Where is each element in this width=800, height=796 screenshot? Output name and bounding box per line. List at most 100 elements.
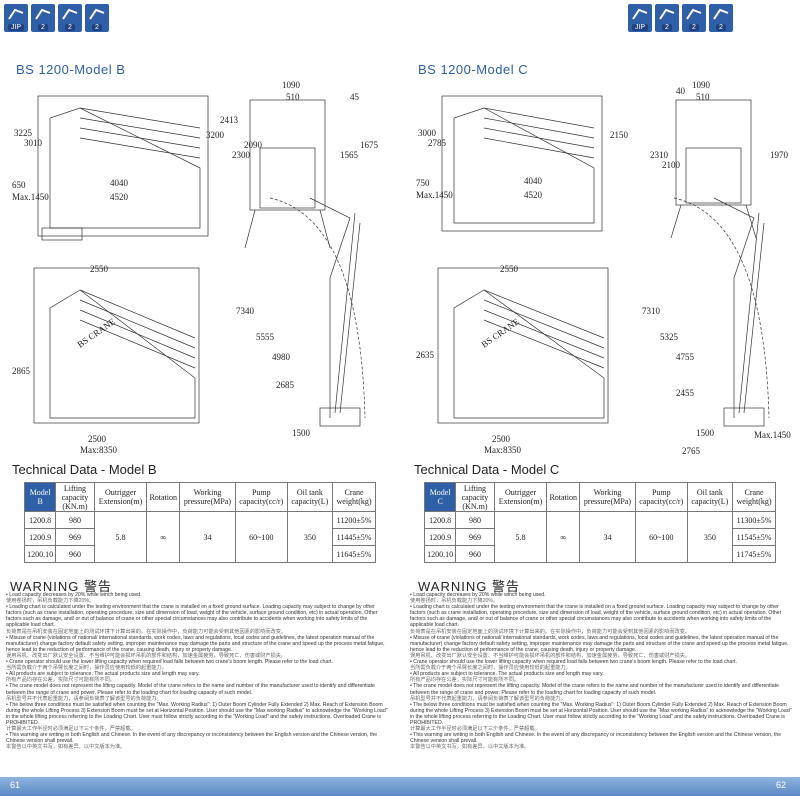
table-header: Rotation (146, 482, 180, 512)
dim-4755: 4755 (676, 352, 695, 362)
dim-7310: 7310 (642, 306, 661, 316)
table-header: Lifting capacity (KN.m) (455, 482, 495, 512)
warning-title-right: WARNING 警告 (418, 579, 520, 594)
dim-4520: 4520 (524, 190, 543, 200)
dim-2785: 2785 (428, 138, 447, 148)
dim-2090: 2090 (244, 140, 263, 150)
icon-label: JIP (631, 24, 649, 31)
table-cell: 11645±5% (332, 545, 376, 563)
dim-2500: 2500 (492, 434, 511, 444)
dim-1500: 1500 (292, 428, 311, 438)
brand-label: BS CRANE (479, 316, 521, 350)
dim-1090: 1090 (282, 80, 301, 90)
warning-paragraph-cn: 计算最大工作半径时必须满足以下三个条件，严禁超载。 (410, 726, 540, 733)
table-cell: 11545±5% (732, 528, 776, 546)
table-cell: 1200.9 (423, 528, 457, 546)
dim-2310: 2310 (650, 150, 669, 160)
warning-paragraph: • Crane operator should use the lower li… (410, 659, 737, 666)
dim-1970: 1970 (770, 150, 789, 160)
warning-paragraph: • Loading chart is calculated under the … (410, 604, 782, 629)
icon-label: 2 (92, 24, 102, 31)
dim-2500: 2500 (88, 434, 107, 444)
table-cell: 60~100 (234, 511, 288, 563)
dim-2550: 2550 (90, 264, 109, 274)
dim-max-8350: Max:8350 (80, 445, 117, 455)
warning-paragraph: • The below three conditions must be sat… (6, 701, 388, 726)
table-header: Crane weight(kg) (332, 482, 376, 512)
table-header: Oil tank capacity(L) (686, 482, 734, 512)
dim-max-1450: Max.1450 (12, 192, 49, 202)
table-cell: 1200.10 (23, 545, 57, 563)
dim-510: 510 (696, 92, 710, 102)
warning-body-right: • Load capacity decreases by 20% while w… (410, 592, 795, 750)
warning-paragraph-cn: 计算最大工作半径时必须满足以下三个条件，严禁超载。 (6, 726, 136, 733)
warning-paragraph-cn: 所有产品均存在公差，实际尺寸可能有所不同。 (410, 677, 519, 684)
dim-2455: 2455 (676, 388, 695, 398)
icon-label: JIP (7, 24, 25, 31)
model-b-tech-title: Technical Data - Model B (12, 462, 157, 477)
table-cell: 11300±5% (732, 511, 776, 529)
warning-paragraph: • Crane operator should use the lower li… (6, 659, 333, 666)
table-header: Crane weight(kg) (732, 482, 776, 512)
table-cell: 350 (686, 511, 734, 563)
icon-label: 2 (716, 24, 726, 31)
table-header: Model C (423, 482, 457, 512)
dim-4040: 4040 (110, 178, 129, 188)
warning-paragraph: • The below three conditions must be sat… (410, 701, 792, 726)
crane-icon: 2 (31, 4, 55, 32)
table-cell: 5.8 (493, 511, 548, 563)
warning-paragraph: • All products are subject to tolerance.… (6, 671, 200, 678)
table-cell: 34 (579, 511, 636, 563)
model-c-title: BS 1200-Model C (418, 62, 529, 77)
hook-icon: 2 (58, 4, 82, 32)
table-header: Lifting capacity (KN.m) (55, 482, 95, 512)
warning-paragraph: • Misuse of crane (violations of nationa… (410, 634, 789, 653)
icon-label: 2 (689, 24, 699, 31)
table-header: Pump capacity(cc/r) (634, 482, 688, 512)
table-cell: 960 (55, 545, 95, 563)
table-cell: 5.8 (93, 511, 148, 563)
table-cell: 11445±5% (332, 528, 376, 546)
dim-max-8350: Max:8350 (484, 445, 521, 455)
dim-max-1450: Max.1450 (416, 190, 453, 200)
warning-paragraph: • This warning are writing in both Engli… (6, 732, 378, 745)
table-cell: 1200.10 (423, 545, 457, 563)
warning-paragraph-cn: 本警告以中英文书写，如有差异，以中文版本为准。 (410, 744, 530, 751)
warning-paragraph-cn: 使用卷扬时，吊机负载能力下降20%。 (6, 598, 95, 605)
table-header: Rotation (546, 482, 580, 512)
hook-icon: 2 (682, 4, 706, 32)
table-cell: 34 (179, 511, 236, 563)
jip-logo-icon: JIP (628, 4, 652, 32)
warning-paragraph-cn: 负荷表是在吊机安装在固定地面上的测试环境下计算出来的。在实际操作中，负荷能力可能… (6, 628, 287, 635)
table-cell: 980 (55, 511, 95, 529)
dim-4520: 4520 (110, 192, 129, 202)
dim-3010: 3010 (24, 138, 43, 148)
warning-paragraph: • Loading chart is calculated under the … (6, 604, 378, 629)
warning-paragraph-cn: 当所需负载介于两个吊臂长度之间时，操作员应使用较低的起重能力。 (6, 665, 167, 672)
dim-3000: 3000 (418, 128, 437, 138)
dim-2635: 2635 (416, 350, 435, 360)
dim-1090: 1090 (692, 80, 711, 90)
table-cell: 1200.8 (423, 511, 457, 529)
jip-logo-icon: JIP (4, 4, 28, 32)
table-cell: 969 (455, 528, 495, 546)
page-number-right: 62 (776, 780, 787, 790)
warning-paragraph-cn: 误用吊机、改变出厂默认安全设置、不当维护可能会损坏吊机的部件和结构，加速金属疲劳… (6, 652, 287, 659)
dim-7340: 7340 (236, 306, 255, 316)
header-icons-right: JIP 2 2 2 (628, 4, 733, 36)
footer-bar (0, 777, 800, 796)
dim-750: 750 (416, 178, 430, 188)
table-header: Outrigger Extension(m) (493, 482, 548, 512)
page-number-left: 61 (10, 780, 21, 790)
crane-icon: 2 (655, 4, 679, 32)
warning-body-left: • Load capacity decreases by 20% while w… (6, 592, 391, 750)
warning-paragraph: • Load capacity decreases by 20% while w… (410, 592, 546, 598)
dim-max-1450-side: Max.1450 (754, 430, 791, 440)
dim-510: 510 (286, 92, 300, 102)
table-header: Pump capacity(cc/r) (234, 482, 288, 512)
warning-paragraph: • The crane model does not represent the… (6, 683, 375, 696)
dim-2550: 2550 (500, 264, 519, 274)
dim-2685: 2685 (276, 380, 295, 390)
model-b-spec-table: Model B Lifting capacity (KN.m) Outrigge… (23, 482, 376, 563)
